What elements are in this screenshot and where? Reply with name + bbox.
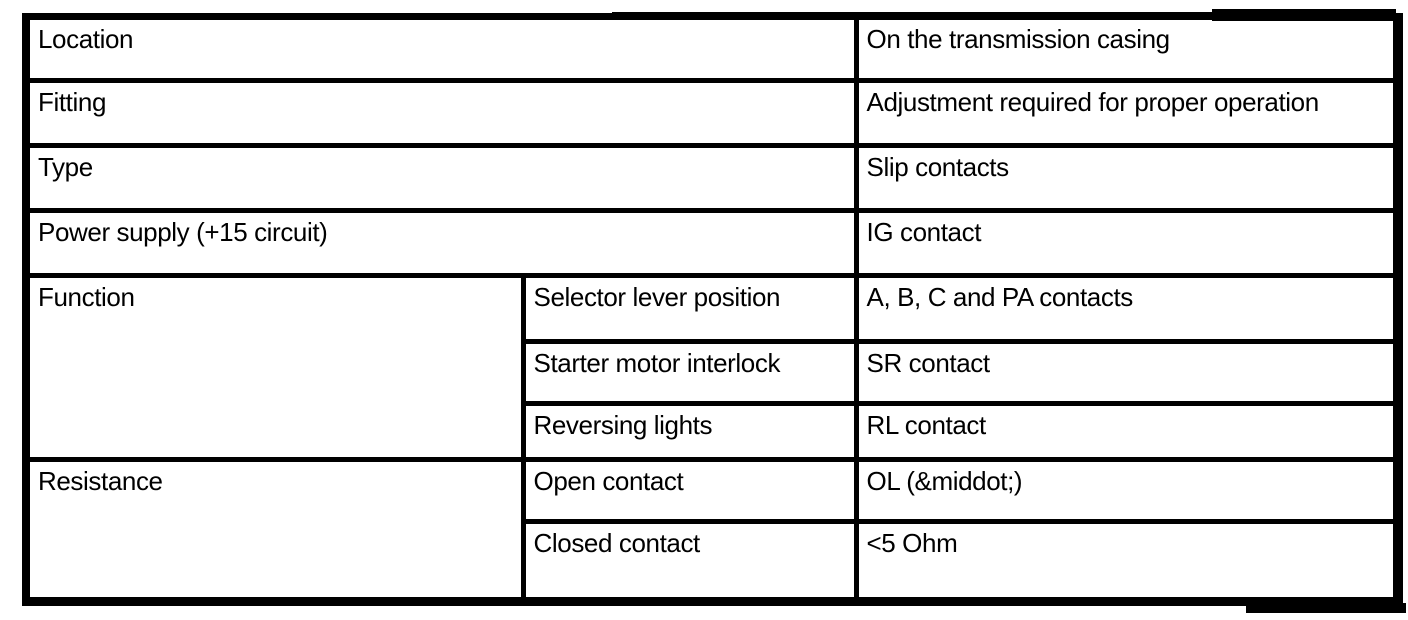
subrow-value-starter-interlock: SR contact — [853, 339, 1401, 406]
row-label-power-supply: Power supply (+15 circuit) — [23, 208, 859, 278]
table-row-function-starter: Starter motor interlock SR contact — [26, 339, 1401, 406]
scan-artifact-top-step — [612, 12, 1212, 16]
row-label-type: Type — [23, 143, 859, 213]
row-label-resistance: Resistance — [23, 457, 526, 604]
subrow-value-reversing-lights: RL contact — [853, 401, 1401, 462]
subrow-value-selector-lever: A, B, C and PA contacts — [853, 273, 1401, 344]
subrow-value-closed-contact: <5 Ohm — [853, 519, 1401, 604]
row-label-fitting: Fitting — [23, 78, 859, 148]
row-label-function: Function — [23, 273, 526, 462]
table-row-function-reversing: Reversing lights RL contact — [26, 401, 1401, 462]
subrow-value-open-contact: OL (&middot;) — [853, 457, 1401, 524]
spec-table: Location On the transmission casing Fitt… — [22, 13, 1404, 606]
row-value-power-supply: IG contact — [853, 208, 1401, 278]
table-row-power-supply: Power supply (+15 circuit) IG contact — [23, 208, 1401, 278]
table-row-resistance-closed: Closed contact <5 Ohm — [26, 519, 1401, 604]
subrow-label-starter-interlock: Starter motor interlock — [520, 339, 859, 406]
scan-artifact-top-right — [1212, 9, 1396, 21]
table-row-resistance-open: Resistance Open contact OL (&middot;) — [23, 457, 1401, 604]
table-row-function-selector: Function Selector lever position A, B, C… — [23, 273, 1401, 462]
subrow-label-open-contact: Open contact — [520, 457, 859, 524]
row-value-location: On the transmission casing — [853, 14, 1401, 83]
row-label-location: Location — [23, 14, 859, 83]
table-row-type: Type Slip contacts — [23, 143, 1401, 213]
row-value-fitting: Adjustment required for proper operation — [853, 78, 1401, 148]
scan-artifact-bottom-right — [1246, 603, 1406, 613]
table-row-fitting: Fitting Adjustment required for proper o… — [23, 78, 1401, 148]
row-value-type: Slip contacts — [853, 143, 1401, 213]
table-row-location: Location On the transmission casing — [23, 14, 1401, 83]
subrow-label-closed-contact: Closed contact — [520, 519, 859, 604]
subrow-label-reversing-lights: Reversing lights — [520, 401, 859, 462]
subrow-label-selector-lever: Selector lever position — [520, 273, 859, 344]
